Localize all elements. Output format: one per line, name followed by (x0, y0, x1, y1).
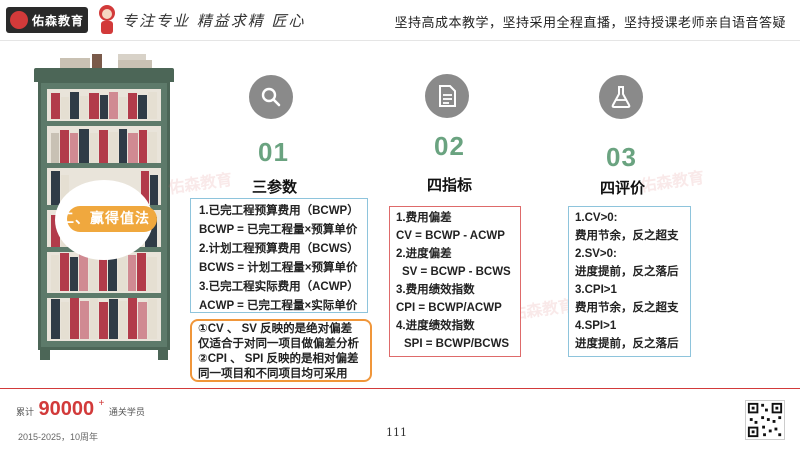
top-book (60, 58, 90, 68)
column-title: 三参数 (252, 179, 298, 196)
indicator-line: CPI = BCWP/ACWP (396, 302, 502, 314)
qr-code-icon (745, 400, 785, 440)
count-plus: + (98, 398, 105, 409)
column-title: 四指标 (427, 177, 473, 194)
count-prefix: 累计 (16, 407, 35, 417)
parameter-line: BCWS = 计划工程量×预算单价 (199, 262, 358, 274)
column-title: 四评价 (600, 180, 646, 197)
section-badge-label: 二、赢得值法 (60, 210, 150, 226)
section-badge (55, 180, 157, 260)
evaluation-line: 进度提前，反之落后 (575, 338, 679, 350)
logo: 佑森教育 (6, 7, 88, 33)
header-divider (0, 40, 800, 41)
top-book (92, 54, 102, 68)
evaluation-line: 费用节余，反之超支 (575, 230, 679, 242)
parameter-line: 3.已完工程实际费用（ACWP） (199, 281, 359, 293)
indicator-line: SV = BCWP - BCWS (402, 266, 511, 278)
note-line: ②CPI 、 SPI 反映的是相对偏差 (198, 353, 359, 365)
evaluation-line: 3.CPI>1 (575, 284, 617, 296)
shelf-top (34, 68, 174, 82)
footer-divider (0, 388, 800, 389)
document-icon (425, 74, 469, 118)
three-parameters-box: 1.已完工程预算费用（BCWP） BCWP = 已完工程量×预算单价 2.计划工… (190, 198, 368, 313)
logo-text: 佑森教育 (32, 13, 85, 28)
header-bar: 佑森教育 专注专业 精益求精 匠心 坚持高成本教学，坚持采用全程直播，坚持授课老… (0, 0, 800, 40)
evaluation-line: 4.SPI>1 (575, 320, 617, 332)
four-indicators-box: 1.费用偏差 CV = BCWP - ACWP 2.进度偏差 SV = BCWP… (389, 206, 521, 357)
parameter-line: 2.计划工程预算费用（BCWS） (199, 243, 359, 255)
evaluation-line: 1.CV>0: (575, 212, 618, 224)
shelf-foot (158, 350, 168, 360)
column-number: 03 (606, 142, 637, 172)
flask-icon (599, 75, 643, 119)
anniversary-text: 2015-2025，10周年 (18, 432, 99, 442)
student-count: 累计 90000 + 通关学员 (16, 398, 145, 421)
parameter-line: 1.已完工程预算费用（BCWP） (199, 205, 359, 217)
parameter-line: BCWP = 已完工程量×预算单价 (199, 224, 358, 236)
four-evaluations-box: 1.CV>0: 费用节余，反之超支 2.SV>0: 进度提前，反之落后 3.CP… (568, 206, 691, 357)
top-book (118, 60, 152, 68)
top-book (118, 54, 146, 60)
column-number: 02 (434, 131, 465, 161)
note-box: ①CV 、 SV 反映的是绝对偏差 仅适合于对同一项目做偏差分析 ②CPI 、 … (190, 319, 372, 382)
count-suffix: 通关学员 (108, 407, 145, 417)
shelf-foot (40, 350, 50, 360)
handwritten-slogan: 专注专业 精益求精 匠心 (122, 12, 306, 30)
note-line: ①CV 、 SV 反映的是绝对偏差 (198, 323, 353, 335)
indicator-line: 3.费用绩效指数 (396, 284, 475, 296)
indicator-line: 4.进度绩效指数 (396, 320, 475, 332)
note-line: 同一项目和不同项目均可采用 (198, 368, 348, 380)
indicator-line: 2.进度偏差 (396, 248, 452, 260)
indicator-line: CV = BCWP - ACWP (396, 230, 505, 242)
search-icon (249, 75, 293, 119)
mascot-icon (99, 5, 115, 34)
evaluation-line: 费用节余，反之超支 (575, 302, 679, 314)
watermark: 佑森教育 (167, 171, 234, 198)
watermark: 佑森教育 (639, 169, 706, 196)
badge-banner (67, 206, 157, 232)
indicator-line: 1.费用偏差 (396, 212, 452, 224)
evaluation-line: 进度提前，反之落后 (575, 266, 679, 278)
indicator-line: SPI = BCWP/BCWS (404, 338, 510, 350)
parameter-line: ACWP = 已完工程量×实际单价 (199, 300, 358, 312)
evaluation-line: 2.SV>0: (575, 248, 617, 260)
logo-mark-icon (10, 11, 28, 29)
column-number: 01 (258, 137, 289, 167)
count-number: 90000 (38, 398, 95, 420)
header-tagline: 坚持高成本教学，坚持采用全程直播，坚持授课老师亲自语音答疑 (394, 15, 786, 30)
page-number: 111 (386, 426, 407, 439)
note-line: 仅适合于对同一项目做偏差分析 (198, 338, 359, 350)
